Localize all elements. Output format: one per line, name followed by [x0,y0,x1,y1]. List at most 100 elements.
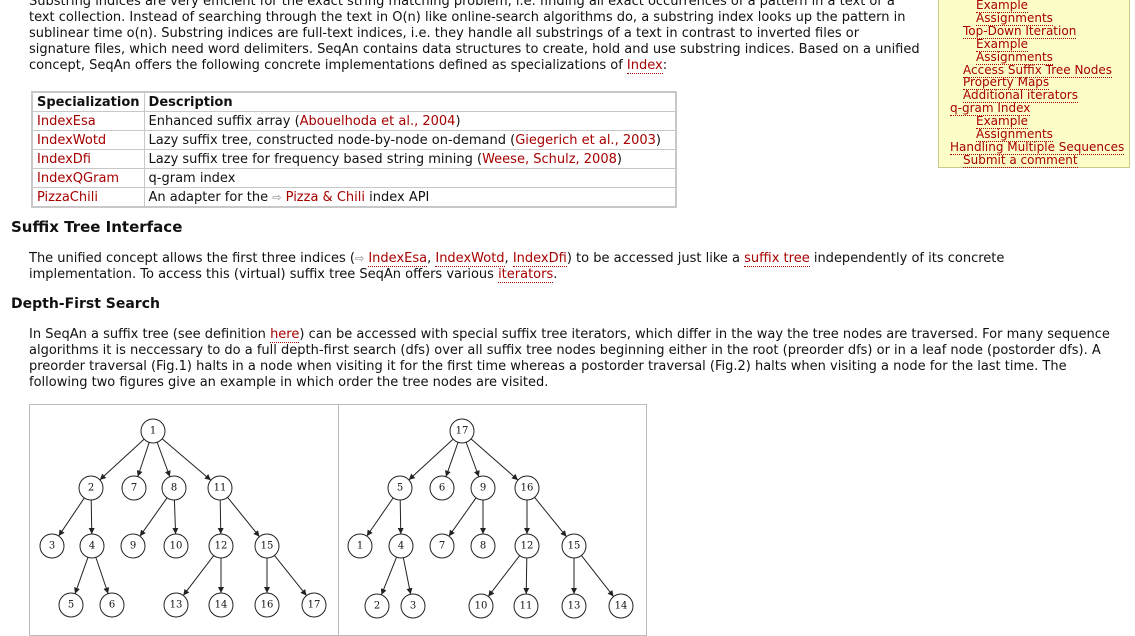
toc-item: Assignments [976,49,1053,65]
preorder-node-label: 3 [49,541,55,552]
index-dfi-link[interactable]: IndexDfi [512,251,567,267]
ref-link[interactable]: Weese, Schulz, 2008 [482,151,617,167]
text: . [553,267,558,282]
preorder-node-label: 7 [131,483,137,494]
toc-item: Assignments [976,127,1053,142]
toc-item: Top-Down Iteration [963,23,1077,39]
preorder-tree-node: 4 [79,533,105,559]
postorder-tree-node: 17 [449,418,475,444]
index-wotd-link[interactable]: IndexWotd [37,132,107,148]
toc-link[interactable]: Assignments [976,127,1053,142]
toc-link[interactable]: Example [976,36,1029,52]
postorder-node-label: 1 [357,541,363,552]
index-wotd-link[interactable]: IndexWotd [435,251,505,267]
row-desc: q-gram index [148,170,236,186]
preorder-tree-node: 3 [39,533,65,559]
preorder-node-label: 16 [261,600,274,611]
toc-link[interactable]: Submit a comment [963,152,1078,168]
toc-link[interactable]: Assignments [976,10,1053,26]
row-desc: Lazy suffix tree for frequency based str… [148,151,483,167]
preorder-node-label: 17 [308,600,321,611]
postorder-node-label: 8 [480,541,486,552]
table-row: IndexWotd Lazy suffix tree, constructed … [31,130,677,150]
ref-link[interactable]: Abouelhoda et al., 2004 [299,113,456,129]
preorder-tree-edge [95,557,110,594]
preorder-tree-edge [88,499,95,535]
preorder-node-label: 6 [109,600,115,611]
postorder-tree-edge [445,442,459,477]
index-link[interactable]: Index [626,58,663,74]
row-tail: ) [616,151,622,167]
intro-paragraph: Substring indices are very efficient for… [29,0,924,74]
toc-item: q-gram Index [950,101,1031,117]
postorder-tree-node: 2 [364,593,390,619]
postorder-node-label: 3 [410,601,416,612]
toc-link[interactable]: q-gram Index [950,101,1031,117]
toc-link[interactable]: Access Suffix Tree Nodes [963,62,1113,78]
preorder-tree-node: 8 [161,475,187,501]
toc-link[interactable]: Example [976,0,1029,13]
postorder-tree-node: 11 [513,593,539,619]
ref-link[interactable]: Pizza & Chili [285,189,365,205]
index-qgram-link[interactable]: IndexQGram [37,170,120,186]
toc-item: Example [976,114,1029,130]
preorder-node-label: 10 [170,541,183,552]
toc-item: Assignments [976,10,1053,26]
text: independently of its concrete implementa… [29,251,1005,282]
text: ) can be accessed with special suffix tr… [29,327,1110,390]
toc-link[interactable]: Assignments [976,49,1053,65]
index-esa-link[interactable]: IndexEsa [368,251,428,267]
toc-item: Example [976,36,1029,52]
preorder-tree-node: 11 [207,475,233,501]
toc-item: Access Suffix Tree Nodes [963,62,1113,78]
postorder-node-label: 9 [480,483,486,494]
preorder-tree-node: 16 [254,592,280,618]
preorder-node-label: 15 [261,541,274,552]
postorder-tree-edge [470,438,519,481]
text: ) to be accessed just like a [566,251,745,266]
postorder-tree-node: 4 [388,533,414,559]
preorder-tree-node: 7 [121,475,147,501]
preorder-node-label: 2 [88,483,94,494]
main-content: Substring indices are very efficient for… [29,0,920,74]
table-row: IndexDfi Lazy suffix tree for frequency … [31,149,677,169]
preorder-tree-edge [58,497,85,537]
suffix-tree-link[interactable]: suffix tree [744,251,810,267]
postorder-tree-node: 3 [400,593,426,619]
postorder-tree-node: 6 [429,475,455,501]
preorder-tree-edge [99,438,145,481]
preorder-tree-node: 6 [99,592,125,618]
preorder-tree-node: 14 [208,592,234,618]
pizza-chili-link[interactable]: PizzaChili [37,189,98,205]
toc-link[interactable]: Handling Multiple Sequences [950,139,1125,155]
postorder-tree-node: 13 [561,593,587,619]
index-esa-link[interactable]: IndexEsa [37,113,96,129]
index-dfi-link[interactable]: IndexDfi [37,151,91,167]
iterators-link[interactable]: iterators [498,267,554,283]
preorder-tree-node: 13 [163,592,189,618]
suffix-tree-heading: Suffix Tree Interface [11,218,183,236]
here-link[interactable]: here [270,327,300,343]
dfs-heading: Depth-First Search [11,296,160,312]
row-desc: Enhanced suffix array ( [148,113,300,129]
toc-link[interactable]: Additional iterators [963,88,1078,104]
toc-link[interactable]: Top-Down Iteration [963,23,1077,39]
row-tail: ) [455,113,461,129]
postorder-tree-edge [534,497,567,537]
ref-link[interactable]: Giegerich et al., 2003 [515,132,656,148]
preorder-tree-edge [182,555,215,596]
text: The unified concept allows the first thr… [29,251,355,266]
text: In SeqAn a suffix tree (see definition [29,327,271,342]
postorder-tree-edge [448,497,477,537]
row-tail: index API [364,189,430,205]
row-desc: An adapter for the [148,189,273,205]
preorder-tree-node: 9 [120,533,146,559]
toc-link[interactable]: Example [976,114,1029,130]
postorder-tree-node: 8 [470,533,496,559]
preorder-tree-edge [136,442,150,477]
toc-link[interactable]: Property Maps [963,75,1050,91]
toc-item: Handling Multiple Sequences [950,139,1125,155]
external-link-icon: ⇨ [272,190,282,204]
